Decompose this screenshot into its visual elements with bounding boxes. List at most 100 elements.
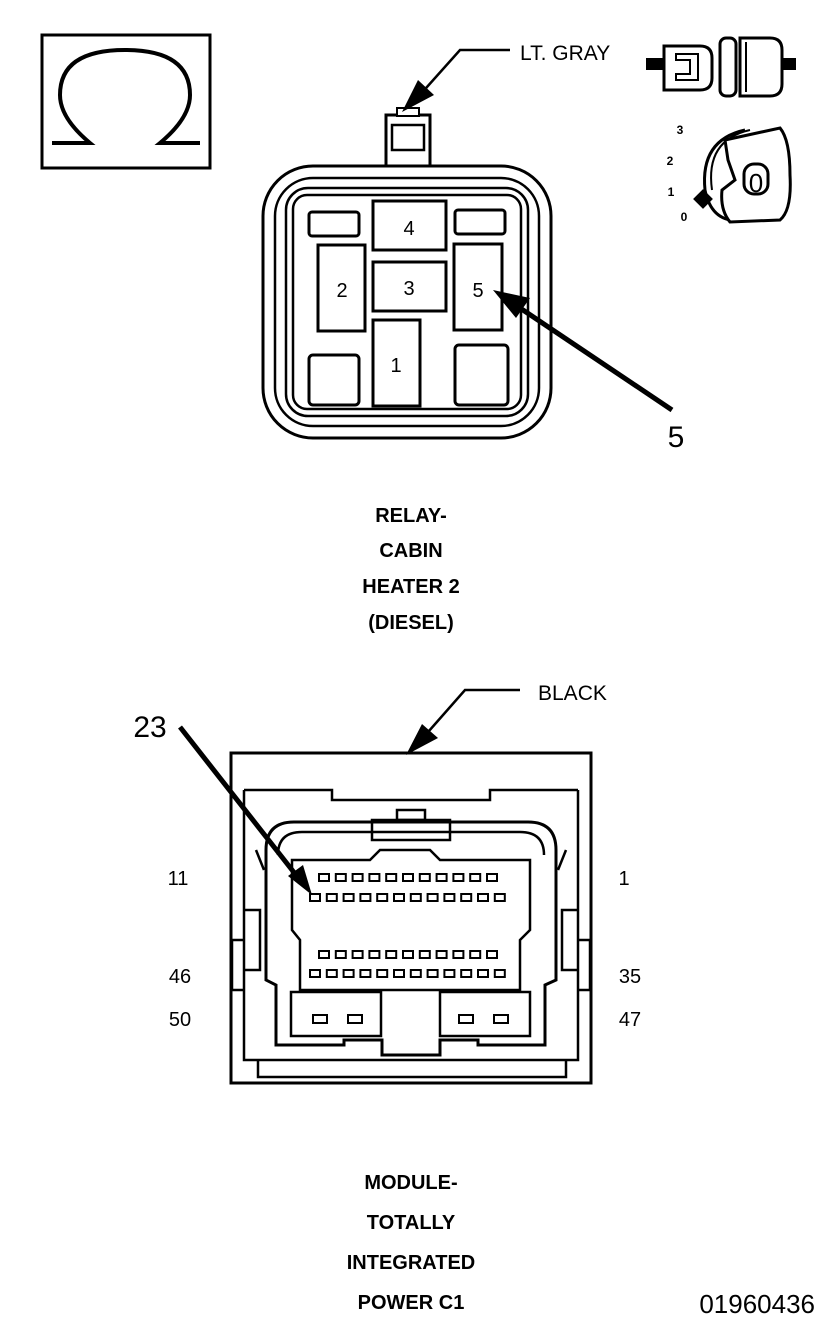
module-pin-cavity <box>469 950 482 959</box>
module-pin-cavity <box>402 873 414 882</box>
module-pin-cavity <box>469 873 482 882</box>
module-pin-cavity <box>409 969 422 978</box>
relay-slot-bottom-right <box>453 343 510 407</box>
module-pin-cavity <box>443 969 456 978</box>
module-title-line-1: MODULE- <box>364 1172 457 1194</box>
module-power-terminal-left <box>289 990 383 1038</box>
relay-cavity-3 <box>371 260 448 313</box>
module-power-pin <box>312 1014 328 1024</box>
module-pin-cavity <box>325 893 338 902</box>
module-pin-cavity <box>493 969 506 978</box>
pin-label-47: 47 <box>619 1009 641 1031</box>
relay-color-callout: LT. GRAY <box>402 42 610 112</box>
relay-cavity-2 <box>316 243 367 333</box>
relay-title: RELAY- CABIN HEATER 2 (DIESEL) <box>362 505 459 634</box>
module-pin-cavity <box>385 950 398 959</box>
module-pin-cavity <box>486 950 498 959</box>
relay-slot-top-left <box>307 210 361 238</box>
module-power-pin <box>347 1014 363 1024</box>
module-pin-cavity <box>342 969 355 978</box>
relay-title-line-3: HEATER 2 <box>362 576 459 598</box>
module-callout-label: 23 <box>133 711 166 744</box>
module-pin-cavity <box>460 893 473 902</box>
module-power-pin <box>493 1014 509 1024</box>
relay-slot-bottom-left <box>307 353 361 407</box>
module-pin-cavity <box>452 950 465 959</box>
module-pin-cavity <box>385 873 398 882</box>
ignition-position-2: 2 <box>667 154 674 168</box>
module-pin-cavity <box>318 950 330 959</box>
pin-label-46: 46 <box>169 966 191 988</box>
connector-plug-icon <box>646 36 796 98</box>
module-color-callout: BLACK <box>406 682 607 755</box>
module-pin-cavity <box>409 893 422 902</box>
relay-cavity-1 <box>371 318 422 408</box>
module-pin-cavity <box>376 969 389 978</box>
module-pin-cavity <box>452 873 465 882</box>
module-color-label: BLACK <box>538 682 607 705</box>
module-pin-labels: 11 1 46 35 50 47 <box>168 868 642 1031</box>
ohmmeter-symbol <box>40 33 212 170</box>
ignition-position-3: 3 <box>677 123 684 137</box>
figure-id: 01960436 <box>699 1289 815 1319</box>
ignition-position-1: 1 <box>668 185 675 199</box>
module-pin-cavity <box>443 893 456 902</box>
module-pin-cavity <box>393 969 405 978</box>
pin-label-35: 35 <box>619 966 641 988</box>
module-title-line-2: TOTALLY <box>367 1212 456 1234</box>
pin-label-11: 11 <box>168 868 189 890</box>
module-pin-cavity <box>376 893 389 902</box>
module-pin-cavity <box>325 969 338 978</box>
relay-cavity-5 <box>452 242 504 332</box>
module-pin-cavity <box>334 873 347 882</box>
module-pin-cavity <box>309 969 321 978</box>
module-pin-cavity <box>351 873 364 882</box>
module-pin-cavity <box>460 969 473 978</box>
ignition-position-0: 0 <box>681 210 688 224</box>
module-pin-cavity <box>477 893 489 902</box>
module-pin-cavity <box>351 950 364 959</box>
module-pin-cavity <box>368 873 381 882</box>
relay-cavity-4 <box>371 199 448 252</box>
relay-cavity-5-label: 5 <box>472 280 483 302</box>
ignition-key-icon: 3 2 1 0 0 <box>667 123 792 224</box>
module-pin-cavity <box>493 893 506 902</box>
module-pin-cavity <box>426 969 439 978</box>
module-pin-cavity <box>359 969 372 978</box>
module-pin-cavity <box>426 893 439 902</box>
module-pin-cavity <box>418 873 431 882</box>
module-title-line-4: POWER C1 <box>358 1292 465 1314</box>
module-pin-cavity <box>477 969 489 978</box>
relay-title-line-2: CABIN <box>379 540 442 562</box>
module-pin-cavity <box>318 873 330 882</box>
relay-callout-label: 5 <box>668 421 685 454</box>
relay-cavity-2-label: 2 <box>336 280 347 302</box>
module-pin-cavity <box>435 950 448 959</box>
pin-label-1: 1 <box>618 868 629 890</box>
module-connector <box>229 751 593 1085</box>
module-pin-cavity <box>368 950 381 959</box>
module-pin-cavity <box>393 893 405 902</box>
module-pin-cavity <box>418 950 431 959</box>
relay-pin-callout: 5 <box>493 290 684 454</box>
module-title-line-3: INTEGRATED <box>347 1252 476 1274</box>
relay-cavity-4-label: 4 <box>403 218 414 240</box>
relay-color-label: LT. GRAY <box>520 42 610 65</box>
relay-connector: 4 2 3 5 1 <box>261 107 553 440</box>
module-pin-grid <box>309 873 509 1024</box>
module-pin-cavity <box>342 893 355 902</box>
relay-title-line-1: RELAY- <box>375 505 447 527</box>
module-title: MODULE- TOTALLY INTEGRATED POWER C1 <box>347 1172 476 1314</box>
module-power-terminal-right <box>438 990 532 1038</box>
module-pin-cavity <box>435 873 448 882</box>
relay-slot-top-right <box>453 208 507 236</box>
ignition-key-position: 0 <box>749 168 763 198</box>
module-pin-cavity <box>309 893 321 902</box>
module-pin-cavity <box>402 950 414 959</box>
omega-icon <box>52 47 200 145</box>
module-power-pin <box>458 1014 474 1024</box>
module-pin-callout: 23 <box>133 711 312 895</box>
relay-title-line-4: (DIESEL) <box>368 612 454 634</box>
pin-label-50: 50 <box>169 1009 191 1031</box>
relay-cavity-1-label: 1 <box>390 355 401 377</box>
